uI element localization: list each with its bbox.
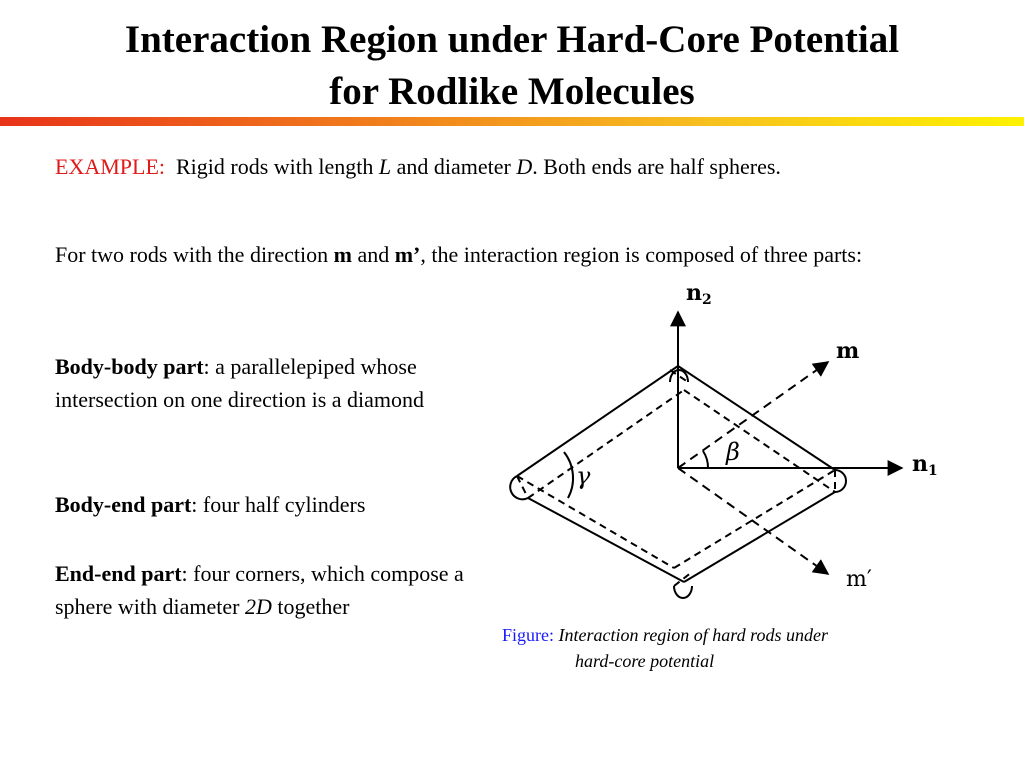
two-rods-paragraph: For two rods with the direction m and m’…	[55, 238, 955, 271]
two-rods-and: and	[357, 242, 390, 267]
body-end-label: Body-end part	[55, 492, 192, 517]
interaction-region-figure: n2 n1 m m′ β γ	[509, 280, 938, 599]
caption-line-1: Interaction region of hard rods under	[558, 625, 828, 645]
example-text-c: . Both ends are half spheres.	[532, 154, 781, 179]
beta-arc	[702, 450, 710, 469]
n1-label: n1	[912, 451, 938, 479]
body-body-paragraph: Body-body part: a parallelepiped whose i…	[55, 350, 475, 416]
body-body-label: Body-body part	[55, 354, 204, 379]
two-rods-m-prime: m’	[394, 242, 421, 267]
end-end-label: End-end part	[55, 561, 182, 586]
figure-caption: Figure: Interaction region of hard rods …	[502, 622, 828, 674]
end-end-text-a: : four corners, which compose a sphere w…	[55, 561, 464, 619]
gamma-arc	[563, 451, 575, 499]
rod-outline	[509, 365, 847, 599]
two-rods-m: m	[333, 242, 352, 267]
example-text-b: and diameter	[396, 154, 511, 179]
caption-label: Figure:	[502, 625, 554, 645]
end-end-2D: 2D	[245, 594, 272, 619]
end-end-text-b: together	[277, 594, 350, 619]
n2-label: n2	[686, 280, 712, 308]
example-var-L: L	[378, 154, 392, 179]
example-var-D: D	[516, 154, 533, 179]
example-label: EXAMPLE:	[55, 154, 165, 179]
two-rods-text-a: For two rods with the direction	[55, 242, 329, 267]
title-gradient-rule	[0, 117, 1024, 126]
rod-inner-dashed	[516, 369, 836, 587]
m-prime-direction-line	[677, 467, 830, 575]
slide-title: Interaction Region under Hard-Core Poten…	[0, 14, 1024, 118]
m-label: m	[836, 338, 859, 364]
body-end-text: : four half cylinders	[191, 492, 366, 517]
body-body-text: : a parallelepiped whose intersection on…	[55, 354, 425, 412]
caption-line-2: hard-core potential	[575, 651, 715, 671]
body-end-paragraph: Body-end part: four half cylinders	[55, 488, 475, 521]
m-prime-label: m′	[846, 567, 872, 592]
gamma-label: γ	[576, 462, 591, 490]
beta-label: β	[725, 438, 740, 466]
title-line-1: Interaction Region under Hard-Core Poten…	[124, 18, 900, 61]
title-line-2: for Rodlike Molecules	[329, 70, 695, 113]
two-rods-text-b: , the interaction region is composed of …	[420, 242, 863, 267]
end-end-paragraph: End-end part: four corners, which compos…	[55, 557, 475, 623]
example-text-a: Rigid rods with length	[176, 154, 374, 179]
example-paragraph: EXAMPLE: Rigid rods with length L and di…	[55, 150, 935, 183]
